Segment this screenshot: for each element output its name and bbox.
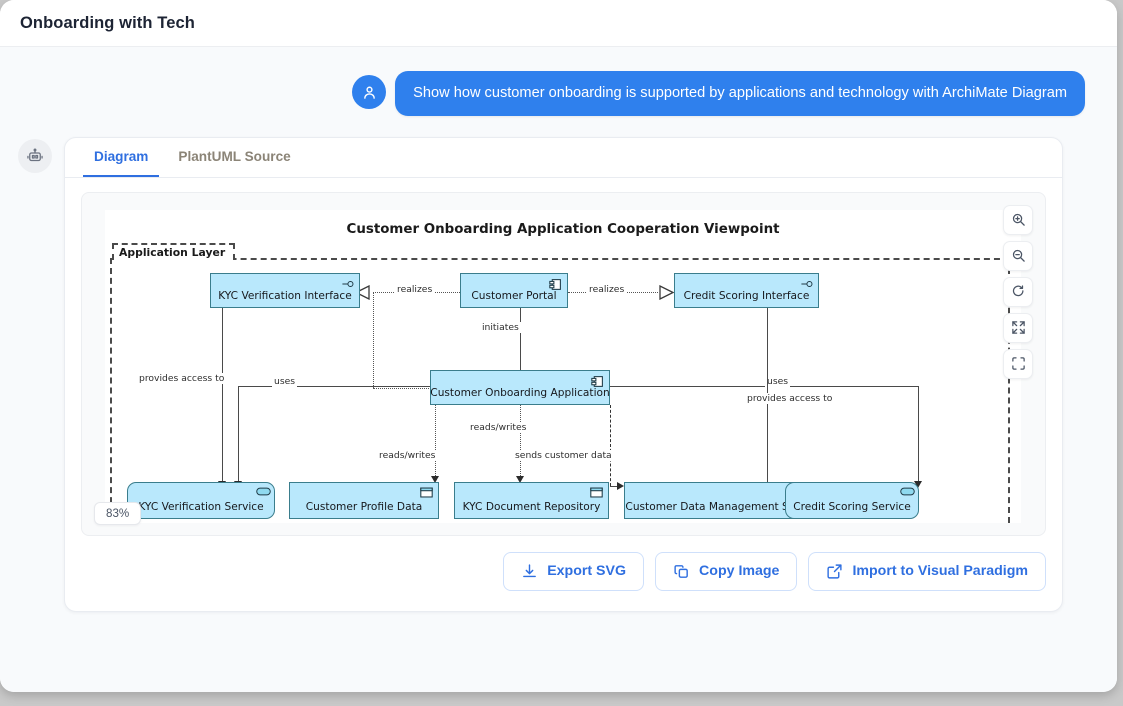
edge-label-reads-writes-repo: reads/writes <box>468 421 529 433</box>
user-icon <box>352 75 387 109</box>
edge-label-sends-data: sends customer data <box>513 449 614 461</box>
edge-uses-right-arrowhead <box>914 480 922 488</box>
edge-label-reads-writes-profile: reads/writes <box>377 449 438 461</box>
tab-diagram-label: Diagram <box>94 148 149 164</box>
edge-sends-data-v <box>610 404 611 486</box>
edge-sends-data-arrowhead <box>617 481 624 490</box>
node-kyc-verification-service[interactable]: KYC Verification Service <box>127 481 275 519</box>
interface-icon <box>341 278 354 290</box>
tab-plantuml-source[interactable]: PlantUML Source <box>167 138 301 177</box>
user-message-row: Show how customer onboarding is supporte… <box>0 47 1117 116</box>
diagram-title: Customer Onboarding Application Cooperat… <box>346 221 780 237</box>
edge-sends-data-h <box>610 485 622 487</box>
fullscreen-icon[interactable] <box>1003 348 1033 379</box>
realizes-left-arrowhead <box>355 284 370 300</box>
edge-label-provides-left: provides access to <box>137 372 227 384</box>
node-label: Customer Data Management System <box>625 500 822 513</box>
node-customer-portal[interactable]: Customer Portal <box>460 272 568 308</box>
application-layer-group: Application Layer <box>110 242 1010 523</box>
node-label: Customer Onboarding Application <box>430 386 610 399</box>
edge-label-uses-left: uses <box>272 375 298 387</box>
zoom-level-badge: 83% <box>94 501 142 525</box>
realizes-right-arrowhead <box>659 284 674 300</box>
copy-image-label: Copy Image <box>699 563 780 580</box>
node-label: Credit Scoring Interface <box>683 289 810 302</box>
zoom-out-icon[interactable] <box>1003 240 1033 271</box>
copy-image-button[interactable]: Copy Image <box>655 551 798 591</box>
edge-initiates-line <box>520 306 521 373</box>
edge-label-realizes-left: realizes <box>395 283 435 295</box>
edge-reads-writes-repo-arrowhead <box>516 475 524 483</box>
edge-reads-writes-profile-line <box>435 404 436 478</box>
zoom-in-icon[interactable] <box>1003 204 1033 235</box>
edge-uses-right-v <box>918 385 919 482</box>
node-label: KYC Verification Service <box>138 500 264 513</box>
page-title: Onboarding with Tech <box>20 13 195 32</box>
component-icon <box>549 278 562 290</box>
service-icon <box>256 487 271 499</box>
node-customer-onboarding-application[interactable]: Customer Onboarding Application <box>430 369 610 405</box>
node-label: Credit Scoring Service <box>793 500 911 513</box>
tab-diagram[interactable]: Diagram <box>83 138 160 177</box>
node-kyc-verification-interface[interactable]: KYC Verification Interface <box>210 272 360 308</box>
download-icon <box>521 563 538 580</box>
reset-icon[interactable] <box>1003 276 1033 307</box>
edge-reads-writes-profile-arrowhead <box>431 475 439 483</box>
export-svg-button[interactable]: Export SVG <box>503 551 645 591</box>
assistant-message-row: Diagram PlantUML Source <box>0 116 1117 612</box>
external-link-icon <box>826 563 843 580</box>
edge-label-uses-right: uses <box>765 375 791 387</box>
edge-label-realizes-right: realizes <box>587 283 627 295</box>
chat-body: Show how customer onboarding is supporte… <box>0 47 1117 692</box>
app-window: Onboarding with Tech Show how customer o… <box>0 0 1117 692</box>
edge-uses-left-v <box>238 385 239 482</box>
edge-uses-right-h <box>605 385 918 387</box>
node-customer-profile-data[interactable]: Customer Profile Data <box>289 481 439 519</box>
edge-uses-left-h <box>238 385 431 387</box>
edge-realizes-left-bottom <box>373 387 473 389</box>
fit-screen-icon[interactable] <box>1003 312 1033 343</box>
card-tabs: Diagram PlantUML Source <box>65 138 1062 178</box>
diagram-canvas: Customer Onboarding Application Cooperat… <box>105 209 1021 523</box>
application-layer-label: Application Layer <box>112 242 236 260</box>
import-to-visual-paradigm-label: Import to Visual Paradigm <box>852 563 1028 580</box>
interface-icon <box>800 278 813 290</box>
component-icon <box>591 375 604 387</box>
user-message-bubble: Show how customer onboarding is supporte… <box>395 71 1085 116</box>
edge-realizes-left-drop <box>373 291 374 388</box>
node-credit-scoring-interface[interactable]: Credit Scoring Interface <box>674 272 819 308</box>
tab-plantuml-source-label: PlantUML Source <box>178 148 291 164</box>
node-kyc-document-repository[interactable]: KYC Document Repository <box>454 481 609 519</box>
edge-label-initiates: initiates <box>480 321 521 333</box>
node-label: KYC Document Repository <box>462 500 601 513</box>
edge-provides-left-line <box>222 306 223 483</box>
card-actions: Export SVG Copy Image <box>65 544 1062 611</box>
diagram-canvas-panel[interactable]: 83% Customer Onboarding Application Coop… <box>81 191 1046 536</box>
data-object-icon <box>590 487 603 499</box>
node-label: Customer Portal <box>471 289 557 302</box>
node-label: Customer Profile Data <box>305 500 423 513</box>
robot-icon <box>18 138 52 173</box>
edge-reads-writes-repo-line <box>520 404 521 478</box>
node-label: KYC Verification Interface <box>218 289 352 302</box>
diagram-result-card: Diagram PlantUML Source <box>64 136 1063 612</box>
zoom-controls <box>1003 204 1033 379</box>
export-svg-label: Export SVG <box>547 563 627 580</box>
service-icon <box>900 487 915 499</box>
app-header: Onboarding with Tech <box>0 0 1117 47</box>
edge-label-provides-right: provides access to <box>745 392 835 404</box>
copy-icon <box>673 563 690 580</box>
node-credit-scoring-service[interactable]: Credit Scoring Service <box>785 481 919 519</box>
data-object-icon <box>420 487 433 499</box>
import-to-visual-paradigm-button[interactable]: Import to Visual Paradigm <box>808 551 1046 591</box>
